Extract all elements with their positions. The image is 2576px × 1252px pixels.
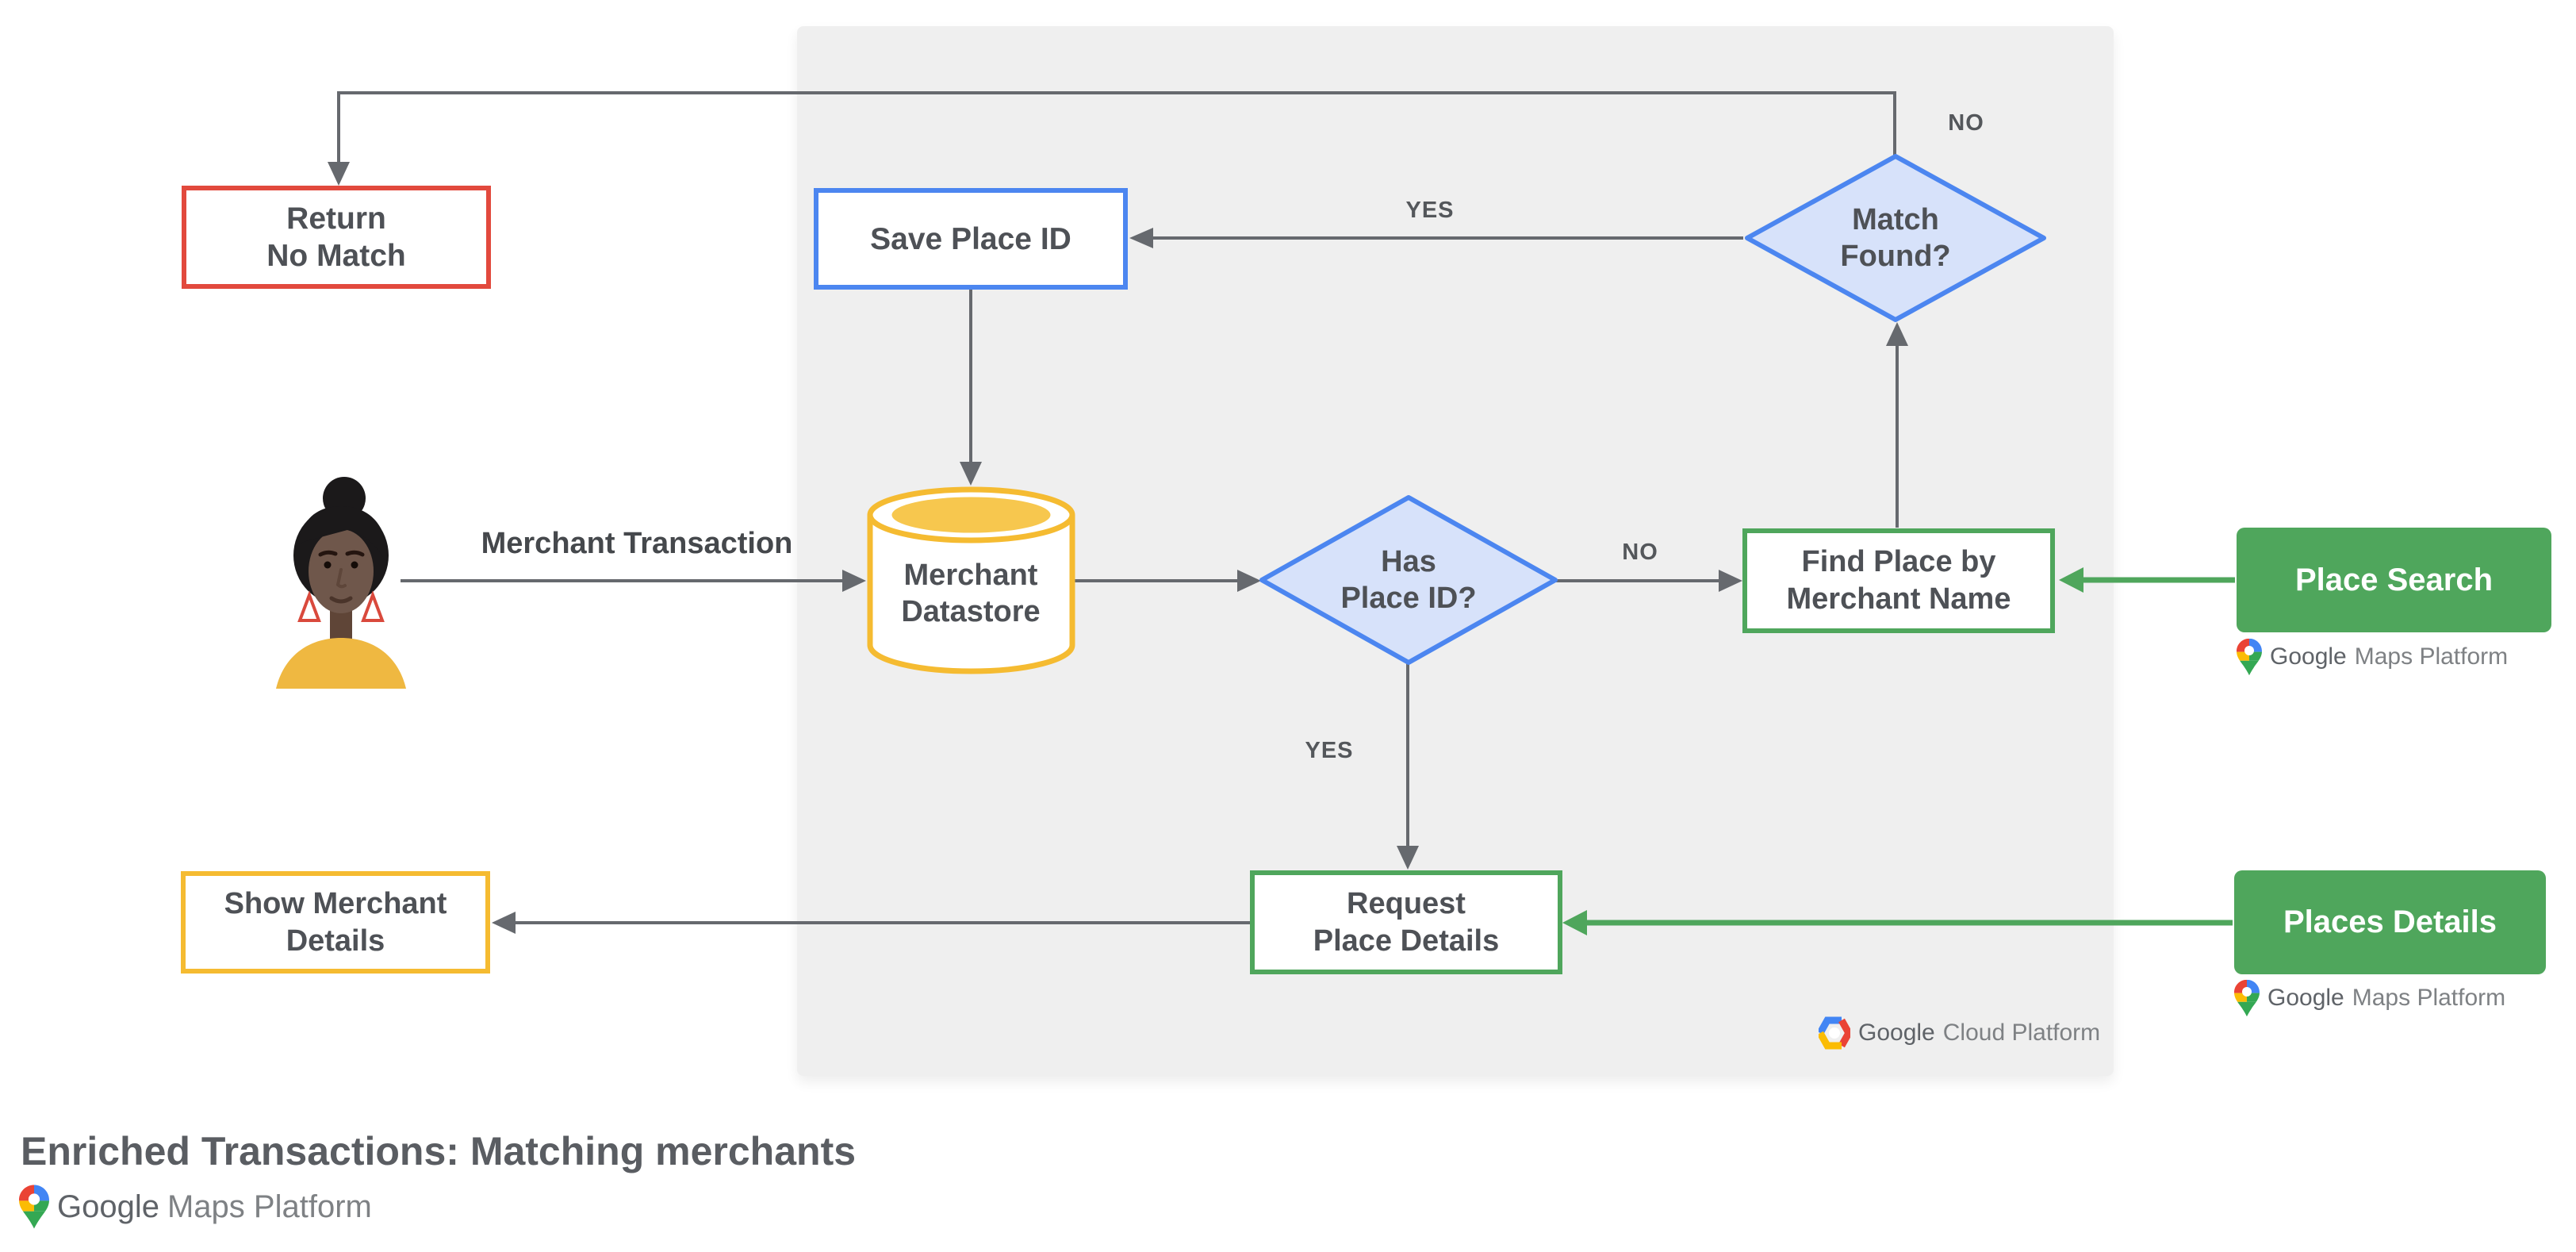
logo-product-text: Cloud Platform — [1942, 1020, 2101, 1046]
node-show-merchant-details: Show Merchant Details — [181, 871, 490, 974]
match-found-label: Match Found? — [1777, 200, 2014, 276]
avatar-eyebrow-right — [345, 550, 365, 557]
maps-pin-icon — [19, 1185, 49, 1229]
node-label-line: Show Merchant — [224, 886, 447, 920]
node-request-place-details: Request Place Details — [1250, 870, 1562, 974]
node-label-line: No Match — [266, 239, 406, 273]
merchant-datastore-cylinder — [867, 486, 1075, 674]
edge-label-yes-request: YES — [1305, 737, 1354, 763]
node-find-place-by-merchant-name: Find Place by Merchant Name — [1742, 528, 2055, 633]
avatar-earring-right — [361, 590, 385, 622]
diagram-title: Enriched Transactions: Matching merchant… — [21, 1129, 857, 1173]
logo-product-text: Maps Platform — [2354, 643, 2509, 670]
arrow-datastore-to-has-place-id — [1073, 570, 1261, 592]
maps-pin-icon — [2234, 979, 2260, 1017]
avatar-mouth — [329, 596, 353, 604]
logo-brand-text: Google — [1858, 1020, 1935, 1046]
node-label-line: Merchant Name — [1786, 582, 2011, 616]
match-found-diamond — [1745, 154, 2046, 322]
node-label-line: Has — [1381, 545, 1436, 578]
arrow-no-find-place — [1556, 570, 1742, 592]
edge-label-yes-save: YES — [1405, 197, 1455, 223]
lockup-maps-platform-details: Google Maps Platform — [2234, 977, 2505, 1019]
node-label-line: Place ID? — [1340, 582, 1477, 615]
merchant-user-avatar — [276, 477, 406, 689]
lockup-maps-platform-footer: Google Maps Platform — [19, 1182, 372, 1231]
edge-label-no-find: NO — [1622, 539, 1658, 565]
avatar-eyebrow-left — [318, 550, 338, 557]
arrow-no-match-return — [328, 91, 1896, 186]
arrow-places-details-api — [1562, 910, 2233, 935]
arrow-request-to-show — [492, 912, 1250, 934]
node-label-line: Datastore — [901, 595, 1041, 628]
avatar-earring-left — [297, 590, 321, 622]
has-place-id-label: Has Place ID? — [1290, 542, 1528, 618]
node-places-details-api: Places Details — [2234, 870, 2546, 974]
node-label-line: Place Details — [1313, 924, 1500, 958]
arrow-yes-save-place-id — [1129, 228, 1743, 248]
node-save-place-id: Save Place ID — [814, 188, 1128, 290]
lockup-maps-platform-search: Google Maps Platform — [2237, 636, 2508, 678]
lockup-cloud-platform: Google Cloud Platform — [1819, 1014, 2100, 1052]
avatar-shirt — [276, 638, 406, 689]
node-place-search-api: Place Search — [2237, 528, 2551, 632]
logo-brand-text: Google — [57, 1189, 159, 1224]
node-label-line: Merchant — [903, 559, 1038, 592]
node-label-line: Request — [1347, 886, 1466, 920]
node-label-line: Place Search — [2294, 562, 2494, 597]
node-label-line: Places Details — [2283, 904, 2497, 939]
node-label-line: Details — [286, 924, 385, 958]
arrow-merchant-transaction — [401, 570, 866, 592]
node-label-line: Save Place ID — [870, 221, 1071, 256]
arrow-yes-request-details — [1397, 663, 1419, 870]
avatar-eye-right — [351, 561, 358, 569]
node-return-no-match: Return No Match — [182, 186, 491, 289]
logo-product-text: Maps Platform — [167, 1189, 372, 1224]
avatar-fringe — [297, 506, 386, 563]
logo-product-text: Maps Platform — [2352, 985, 2506, 1011]
node-label-line: Find Place by — [1801, 545, 1996, 578]
node-label-line: Return — [286, 202, 386, 236]
has-place-id-diamond — [1259, 495, 1558, 665]
arrow-save-to-datastore — [960, 289, 982, 486]
logo-brand-text: Google — [2267, 985, 2344, 1011]
merchant-datastore-label: Merchant Datastore — [852, 557, 1090, 630]
edge-label-no-top: NO — [1948, 109, 1984, 136]
arrow-place-search-api — [2059, 567, 2235, 593]
arrow-find-to-match-found — [1886, 322, 1908, 528]
node-label-line: Match — [1852, 203, 1939, 236]
avatar-nose — [335, 568, 347, 589]
node-label-line: Found? — [1840, 240, 1951, 273]
logo-brand-text: Google — [2270, 643, 2347, 670]
edge-label-merchant-transaction: Merchant Transaction — [481, 526, 793, 560]
avatar-eye-left — [324, 561, 332, 569]
cloud-hexagon-icon — [1819, 1015, 1850, 1051]
maps-pin-icon — [2237, 638, 2262, 676]
